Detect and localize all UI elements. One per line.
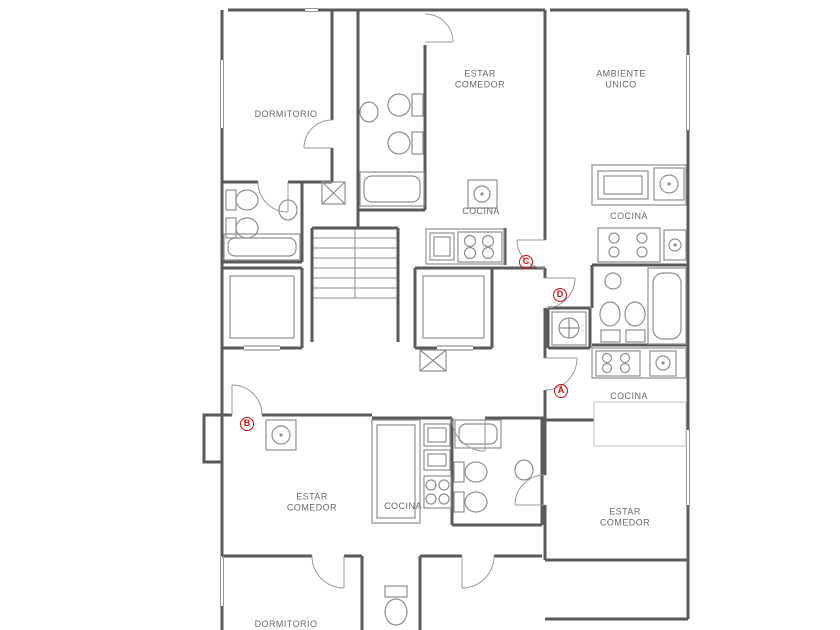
unit-marker-b: B [240, 417, 254, 431]
furniture-outline [593, 401, 687, 447]
room-label-cocina-bottom-middle: COCINA [384, 500, 422, 511]
room-label-estar-comedor-bottom-right: ESTAR COMEDOR [599, 506, 651, 528]
room-label-cocina-top-middle: COCINA [462, 205, 500, 216]
room-label-estar-comedor-top: ESTAR COMEDOR [454, 68, 506, 90]
kitchen-fixtures [265, 164, 687, 524]
room-label-cocina-mid-right: COCINA [610, 390, 648, 401]
unit-marker-d: D [553, 288, 567, 302]
duct-shafts [321, 181, 447, 372]
room-label-estar-comedor-bottom-left: ESTAR COMEDOR [286, 491, 338, 513]
appliance-dots [279, 182, 677, 437]
walls [202, 8, 690, 630]
elevator-cars [229, 275, 485, 351]
room-label-ambiente-unico: AMBIENTE UNICO [596, 68, 646, 90]
room-label-cocina-top-right: COCINA [610, 210, 648, 221]
door-swings [231, 13, 578, 589]
bathroom-fixtures [223, 93, 687, 626]
staircase-treads [313, 229, 397, 299]
unit-marker-c: C [519, 255, 533, 269]
room-label-dormitorio-top-left: DORMITORIO [254, 108, 318, 119]
room-label-dormitorio-bottom-left: DORMITORIO [254, 618, 318, 629]
unit-marker-a: A [554, 384, 568, 398]
